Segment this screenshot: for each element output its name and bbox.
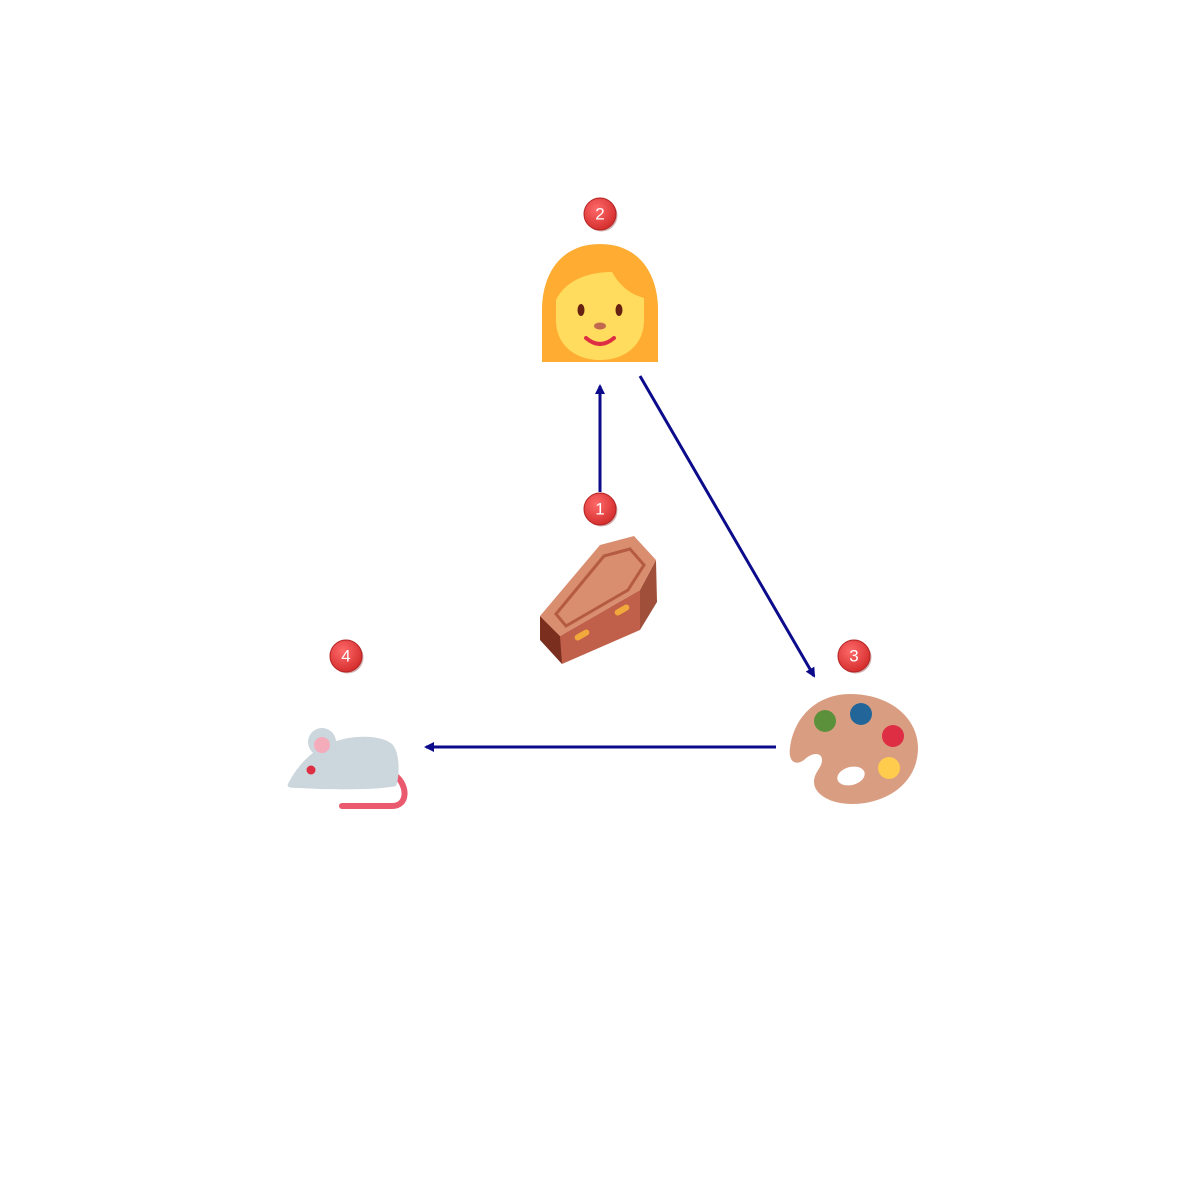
step-number-4: 4	[341, 647, 350, 666]
node-mouse: 4	[287, 639, 408, 809]
step-badge-2: 2	[583, 197, 618, 232]
node-coffin: 1	[540, 492, 657, 664]
step-number-3: 3	[849, 647, 858, 666]
woman-icon	[542, 244, 658, 362]
step-number-2: 2	[595, 205, 604, 224]
step-number-1: 1	[595, 500, 604, 519]
mouse-icon	[287, 728, 408, 809]
step-badge-4: 4	[329, 639, 364, 674]
step-badge-3: 3	[837, 639, 872, 674]
artist-palette-icon	[789, 694, 918, 804]
node-palette: 3	[789, 639, 918, 804]
coffin-icon	[540, 536, 657, 664]
node-woman: 2	[542, 197, 658, 362]
edge-woman-to-palette	[638, 375, 816, 678]
step-badge-1: 1	[583, 492, 618, 527]
